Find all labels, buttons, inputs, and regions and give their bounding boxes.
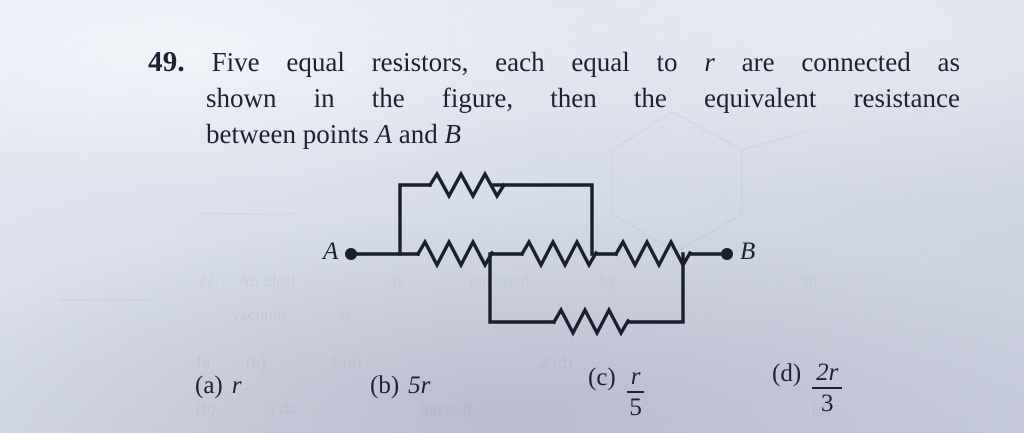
question-line-2: shown in the figure, then the equivalent… [206,83,960,113]
terminal-dot-b [721,248,733,260]
question-line-1-text: Five equal resistors, each equal to [211,47,678,77]
resistor-top [427,170,507,200]
option-d[interactable]: (d) 2r 3 [772,359,843,418]
terminal-dot-a [345,248,357,260]
option-a-value: r [231,372,242,399]
question-line-1-tail: are connected as [741,47,961,77]
question-block: 49. Five equal resistors, each equal to … [148,44,960,152]
question-number: 49. [148,46,185,78]
resistor-bottom [551,306,631,337]
question-line-3-mid: and [398,119,438,149]
svg-text:by: by [600,271,618,290]
option-d-fraction: 2r 3 [812,359,843,418]
terminal-label-a: A [323,238,339,265]
option-b-tag: (b) [370,372,400,399]
resistor-middle-center [519,238,599,269]
question-variable-b: B [444,119,461,149]
question-line-3: between points A and B [148,116,960,152]
svg-text:An ideal: An ideal [238,271,296,290]
option-b[interactable]: (b) 5r [370,372,430,400]
option-c-numerator: r [626,363,645,394]
option-d-denominator: 3 [821,390,834,418]
svg-text:22.: 22. [198,271,219,290]
question-line-3-pre: between points [206,119,369,149]
wire-top-right [492,183,594,256]
svg-text:enclosed: enclosed [470,271,530,290]
option-b-value: 5r [408,372,431,399]
svg-text:is: is [340,305,351,324]
option-d-numerator: 2r [812,359,843,390]
question-variable-r: r [704,47,715,77]
option-a-tag: (a) [195,372,223,399]
terminal-label-b: B [740,238,756,265]
wire-bottom-left [488,252,556,324]
wire-top-left [398,183,432,256]
resistor-middle-right [613,238,693,269]
resistor-middle-left [415,238,495,269]
option-c-denominator: 5 [629,394,642,422]
answer-options: (a) r (b) 5r (c) r 5 (d) 2r 3 [0,358,1024,433]
question-line-1: 49. Five equal resistors, each equal to … [148,44,960,80]
option-a[interactable]: (a) r [195,372,241,400]
wire-bottom-right [626,252,685,324]
option-c-tag: (c) [588,364,616,391]
option-c-fraction: r 5 [626,363,645,422]
question-variable-a: A [375,119,392,149]
svg-text:is: is [392,271,403,290]
svg-text:36.: 36. [800,271,821,290]
option-d-tag: (d) [772,360,802,387]
svg-text:vacuum: vacuum [232,305,286,324]
option-c[interactable]: (c) r 5 [588,363,645,422]
